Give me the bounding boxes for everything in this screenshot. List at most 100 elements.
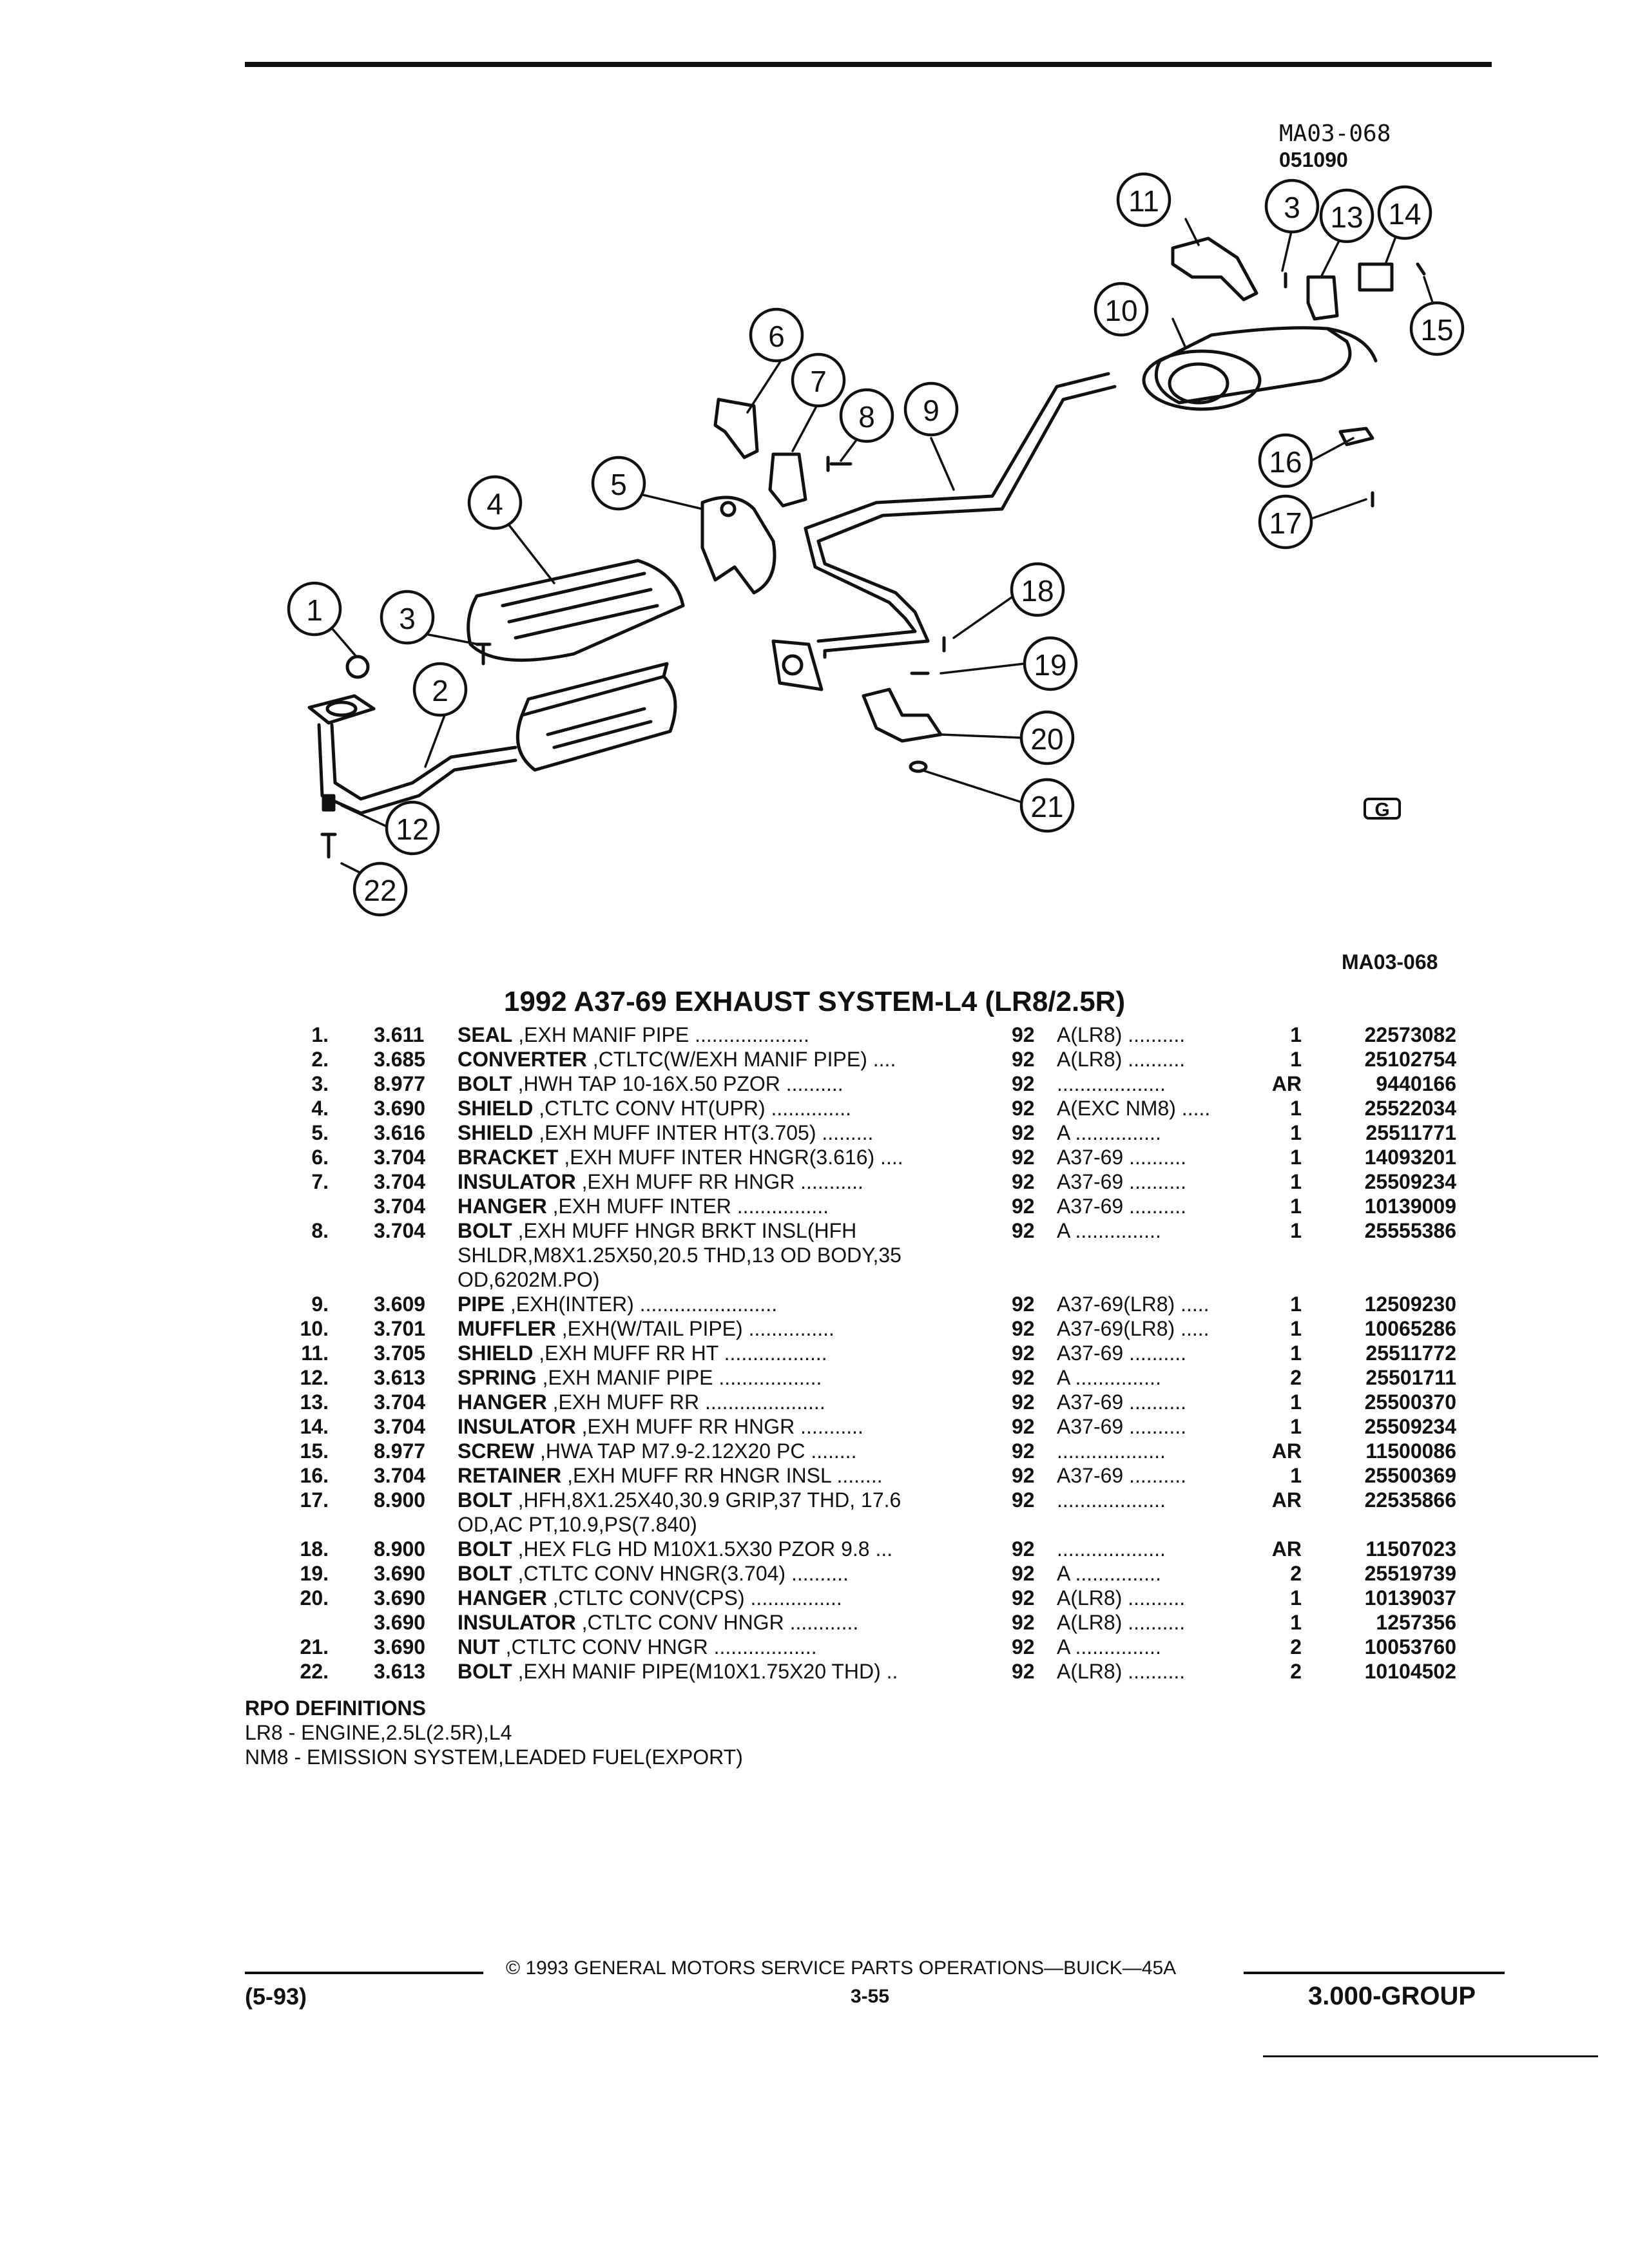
leader-lines	[331, 218, 1435, 884]
part-quantity: 2	[1290, 1562, 1302, 1585]
callout-2	[412, 662, 468, 717]
table-row: OD,AC PT,10.9,PS(7.840)	[245, 1513, 1456, 1537]
part-year: 92	[1012, 1464, 1035, 1487]
part-index: 22.	[300, 1660, 329, 1683]
part-application: A ...............	[1057, 1121, 1161, 1144]
callout-21	[1019, 778, 1075, 833]
rpo-line: LR8 - ENGINE,2.5L(2.5R),L4	[245, 1721, 512, 1744]
rear-hanger-shape	[1306, 262, 1394, 321]
part-year: 92	[1012, 1023, 1035, 1046]
part-number: 10139009	[1364, 1195, 1456, 1218]
part-name: MUFFLER	[458, 1317, 556, 1340]
footer-copyright: © 1993 GENERAL MOTORS SERVICE PARTS OPER…	[506, 1957, 1177, 1979]
part-index: 17.	[300, 1488, 329, 1512]
part-quantity	[1269, 1513, 1315, 1537]
part-year: 92	[1012, 1121, 1035, 1144]
part-number: 25501711	[1365, 1366, 1456, 1389]
part-name: NUT	[458, 1635, 500, 1658]
part-year: 92	[1012, 1439, 1035, 1463]
part-spec: ,CTLTC CONV HNGR ............	[581, 1611, 859, 1634]
callout-labels: 1 2 3 3 4 5 6 7 8 9 10 11 12 13 14 15 16…	[306, 184, 1453, 907]
part-description: SHIELD ,EXH MUFF INTER HT(3.705) .......…	[458, 1121, 1012, 1146]
part-index: 13.	[300, 1390, 329, 1414]
diagram-ref-code: MA03-068 051090	[1279, 121, 1391, 173]
part-year: 92	[1012, 1072, 1035, 1095]
callout-label-18: 18	[1021, 574, 1054, 608]
part-spec: ,EXH MUFF INTER ................	[552, 1195, 829, 1218]
part-description: HANGER ,CTLTC CONV(CPS) ................	[458, 1586, 1012, 1611]
part-description: INSULATOR ,EXH MUFF RR HNGR ...........	[458, 1170, 1012, 1195]
top-rule	[245, 62, 1492, 67]
footer-rule-bottom	[1263, 2055, 1598, 2057]
part-quantity: 1	[1290, 1023, 1302, 1046]
part-group: 8.900	[374, 1537, 426, 1561]
part-number: 11507023	[1365, 1537, 1456, 1561]
part-group: 3.704	[374, 1146, 426, 1169]
part-spec: ,EXH MUFF RR HNGR INSL ........	[567, 1464, 883, 1487]
part-index: 7.	[311, 1170, 329, 1193]
part-number: 10104502	[1364, 1660, 1456, 1683]
part-description: NUT ,CTLTC CONV HNGR ..................	[458, 1635, 1012, 1660]
part-name: RETAINER	[458, 1464, 562, 1487]
part-spec: ,CTLTC CONV(CPS) ................	[552, 1586, 842, 1610]
exhaust-exploded-diagram: 1 2 3 3 4 5 6 7 8 9 10 11 12 13 14 15 16…	[287, 172, 1465, 917]
part-year: 92	[1012, 1146, 1035, 1169]
part-quantity: 1	[1290, 1317, 1302, 1340]
part-spec: ,EXH(W/TAIL PIPE) ...............	[561, 1317, 834, 1340]
callout-label-22: 22	[363, 874, 396, 907]
part-description: BOLT ,EXH MANIF PIPE(M10X1.75X20 THD) ..	[458, 1660, 1012, 1684]
part-name: PIPE	[458, 1293, 505, 1316]
part-number: 25522034	[1364, 1097, 1456, 1120]
muffler-shape	[1142, 326, 1378, 411]
part-group: 3.704	[374, 1390, 426, 1414]
part-index: 15.	[300, 1439, 329, 1463]
part-number: 12509230	[1364, 1293, 1456, 1316]
callout-13	[1319, 188, 1374, 244]
footer-page-number: 3-55	[851, 1986, 890, 2007]
part-description: SHIELD ,CTLTC CONV HT(UPR) .............…	[458, 1097, 1012, 1121]
part-quantity: AR	[1271, 1072, 1302, 1095]
part-group: 3.690	[374, 1611, 426, 1634]
part-quantity: 2	[1290, 1635, 1302, 1658]
part-year: 92	[1012, 1048, 1035, 1071]
part-quantity: 2	[1290, 1366, 1302, 1389]
part-name: SPRING	[458, 1366, 537, 1389]
part-description: SEAL ,EXH MANIF PIPE ...................…	[458, 1023, 1012, 1048]
part-number: 25102754	[1364, 1048, 1456, 1071]
part-name: HANGER	[458, 1586, 547, 1610]
callout-label-15: 15	[1420, 313, 1453, 347]
part-quantity: 1	[1290, 1390, 1302, 1414]
converter-hanger-shape	[862, 687, 943, 743]
part-group	[374, 1268, 458, 1293]
part-spec: OD,AC PT,10.9,PS(7.840)	[458, 1513, 697, 1536]
part-name: SCREW	[458, 1439, 535, 1463]
part-quantity: 1	[1290, 1195, 1302, 1218]
part-group: 3.704	[374, 1170, 426, 1193]
part-year: 92	[1012, 1097, 1035, 1120]
part-group: 8.977	[374, 1439, 426, 1463]
part-number: 22573082	[1364, 1023, 1456, 1046]
part-spec: ,EXH MUFF RR HNGR ...........	[581, 1170, 863, 1193]
part-quantity: 1	[1290, 1048, 1302, 1071]
part-index: 16.	[300, 1464, 329, 1487]
callout-label-11: 11	[1128, 184, 1159, 218]
part-description: SHLDR,M8X1.25X50,20.5 THD,13 OD BODY,35	[458, 1244, 1012, 1268]
part-description: BOLT ,HWH TAP 10-16X.50 PZOR ..........	[458, 1072, 1012, 1097]
callout-9	[903, 381, 959, 437]
callout-label-2: 2	[432, 674, 448, 707]
part-year: 92	[1012, 1635, 1035, 1658]
part-name: SHIELD	[458, 1121, 534, 1144]
part-description: SHIELD ,EXH MUFF RR HT .................…	[458, 1341, 1012, 1366]
part-description: MUFFLER ,EXH(W/TAIL PIPE) ..............…	[458, 1317, 1012, 1341]
part-name: BOLT	[458, 1488, 512, 1512]
part-group: 3.616	[374, 1121, 426, 1144]
part-quantity	[1269, 1244, 1315, 1268]
fastener-shapes	[320, 262, 1426, 859]
part-group: 3.704	[374, 1415, 426, 1438]
part-year: 92	[1012, 1586, 1035, 1610]
converter-shape	[307, 662, 677, 815]
